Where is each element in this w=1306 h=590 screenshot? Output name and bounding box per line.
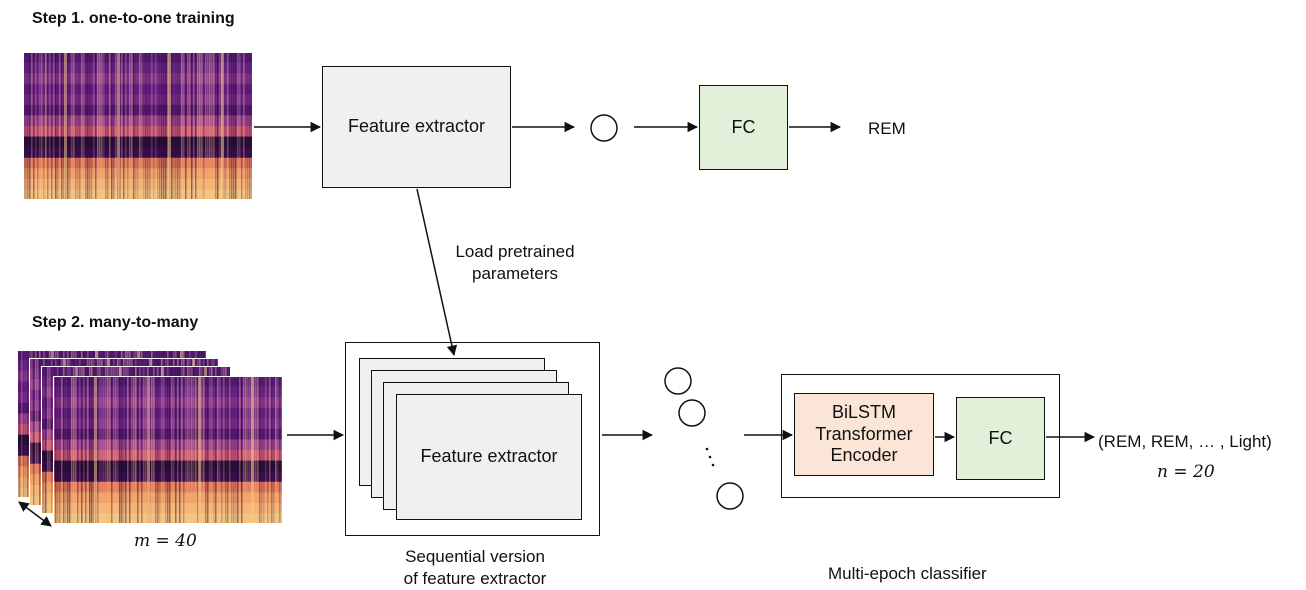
step1-feature-extractor-label: Feature extractor: [347, 116, 486, 137]
ellipsis-dots: [705, 447, 715, 467]
step1-fc-box: FC: [699, 85, 788, 170]
step2-title: Step 2. many-to-many: [32, 314, 199, 331]
step1-title: Step 1. one-to-one training: [32, 10, 235, 27]
vector-circle-n: [716, 482, 744, 510]
step1-fc-label: FC: [731, 116, 756, 137]
sequential-caption-line1: Sequential version: [405, 547, 545, 566]
encoder-line3: Encoder: [830, 445, 898, 466]
step1-spectrogram: [23, 52, 253, 201]
step2-feature-extractor-label: Feature extractor: [420, 446, 558, 467]
step2-fc-box: FC: [956, 397, 1045, 480]
encoder-line1: BiLSTM: [831, 402, 896, 423]
n-label: n = 20: [1157, 462, 1215, 482]
load-pretrained-line1: Load pretrained: [455, 242, 575, 261]
step1-feature-extractor: Feature extractor: [322, 66, 511, 188]
stack-depth-arrow: [18, 501, 52, 527]
sequential-caption: Sequential version of feature extractor: [370, 546, 580, 590]
feature-vector-circle: [590, 114, 618, 142]
spectrogram-layer-4: [53, 376, 283, 524]
step2-feature-extractor: Feature extractor: [396, 394, 582, 520]
spectrogram-image: [23, 52, 253, 201]
step2-output-label: (REM, REM, … , Light): [1098, 432, 1272, 451]
step2-fc-label: FC: [988, 427, 1013, 448]
vector-circle-2: [678, 399, 706, 427]
load-pretrained-note: Load pretrained parameters: [445, 241, 585, 285]
encoder-box: BiLSTM Transformer Encoder: [794, 393, 934, 476]
encoder-line2: Transformer: [815, 423, 913, 444]
step2-spectrogram-stack: [15, 348, 287, 526]
step1-output-label: REM: [868, 119, 906, 138]
sequential-caption-line2: of feature extractor: [403, 569, 547, 589]
classifier-caption: Multi-epoch classifier: [828, 564, 987, 583]
m-label: m = 40: [134, 531, 197, 551]
load-pretrained-line2: parameters: [472, 264, 558, 284]
vector-circle-1: [664, 367, 692, 395]
arrow-load-pretrained: [416, 188, 458, 357]
